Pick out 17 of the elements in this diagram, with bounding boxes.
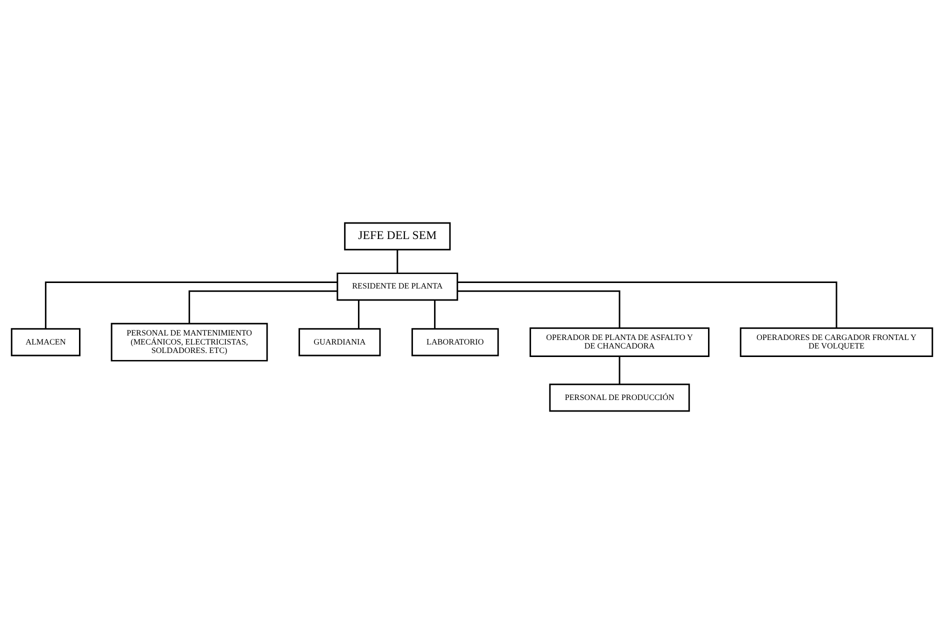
connector	[358, 300, 360, 329]
node-box: OPERADORES DE CARGADOR FRONTAL Y DE VOLQUETE	[740, 327, 934, 357]
connector	[458, 281, 838, 328]
connector	[396, 250, 398, 274]
node-box: JEFE DEL SEM	[344, 222, 451, 250]
node-box: PERSONAL DE MANTENIMIENTO (MECÁNICOS, ELECTRICISTAS, SOLDADORES. ETC)	[110, 322, 268, 362]
node-box: ALMACEN	[10, 328, 80, 356]
connector	[434, 300, 436, 329]
connector	[618, 356, 620, 384]
node-box: LABORATORIO	[411, 328, 499, 356]
node-box: GUARDIANIA	[298, 328, 381, 356]
node-box: PERSONAL DE PRODUCCIÓN	[549, 384, 690, 412]
connector	[44, 281, 338, 329]
node-box: RESIDENTE DE PLANTA	[336, 272, 458, 301]
node-box: OPERADOR DE PLANTA DE ASFALTO Y DE CHANCADORA	[530, 327, 710, 357]
connector	[458, 290, 620, 328]
connector	[188, 290, 338, 324]
